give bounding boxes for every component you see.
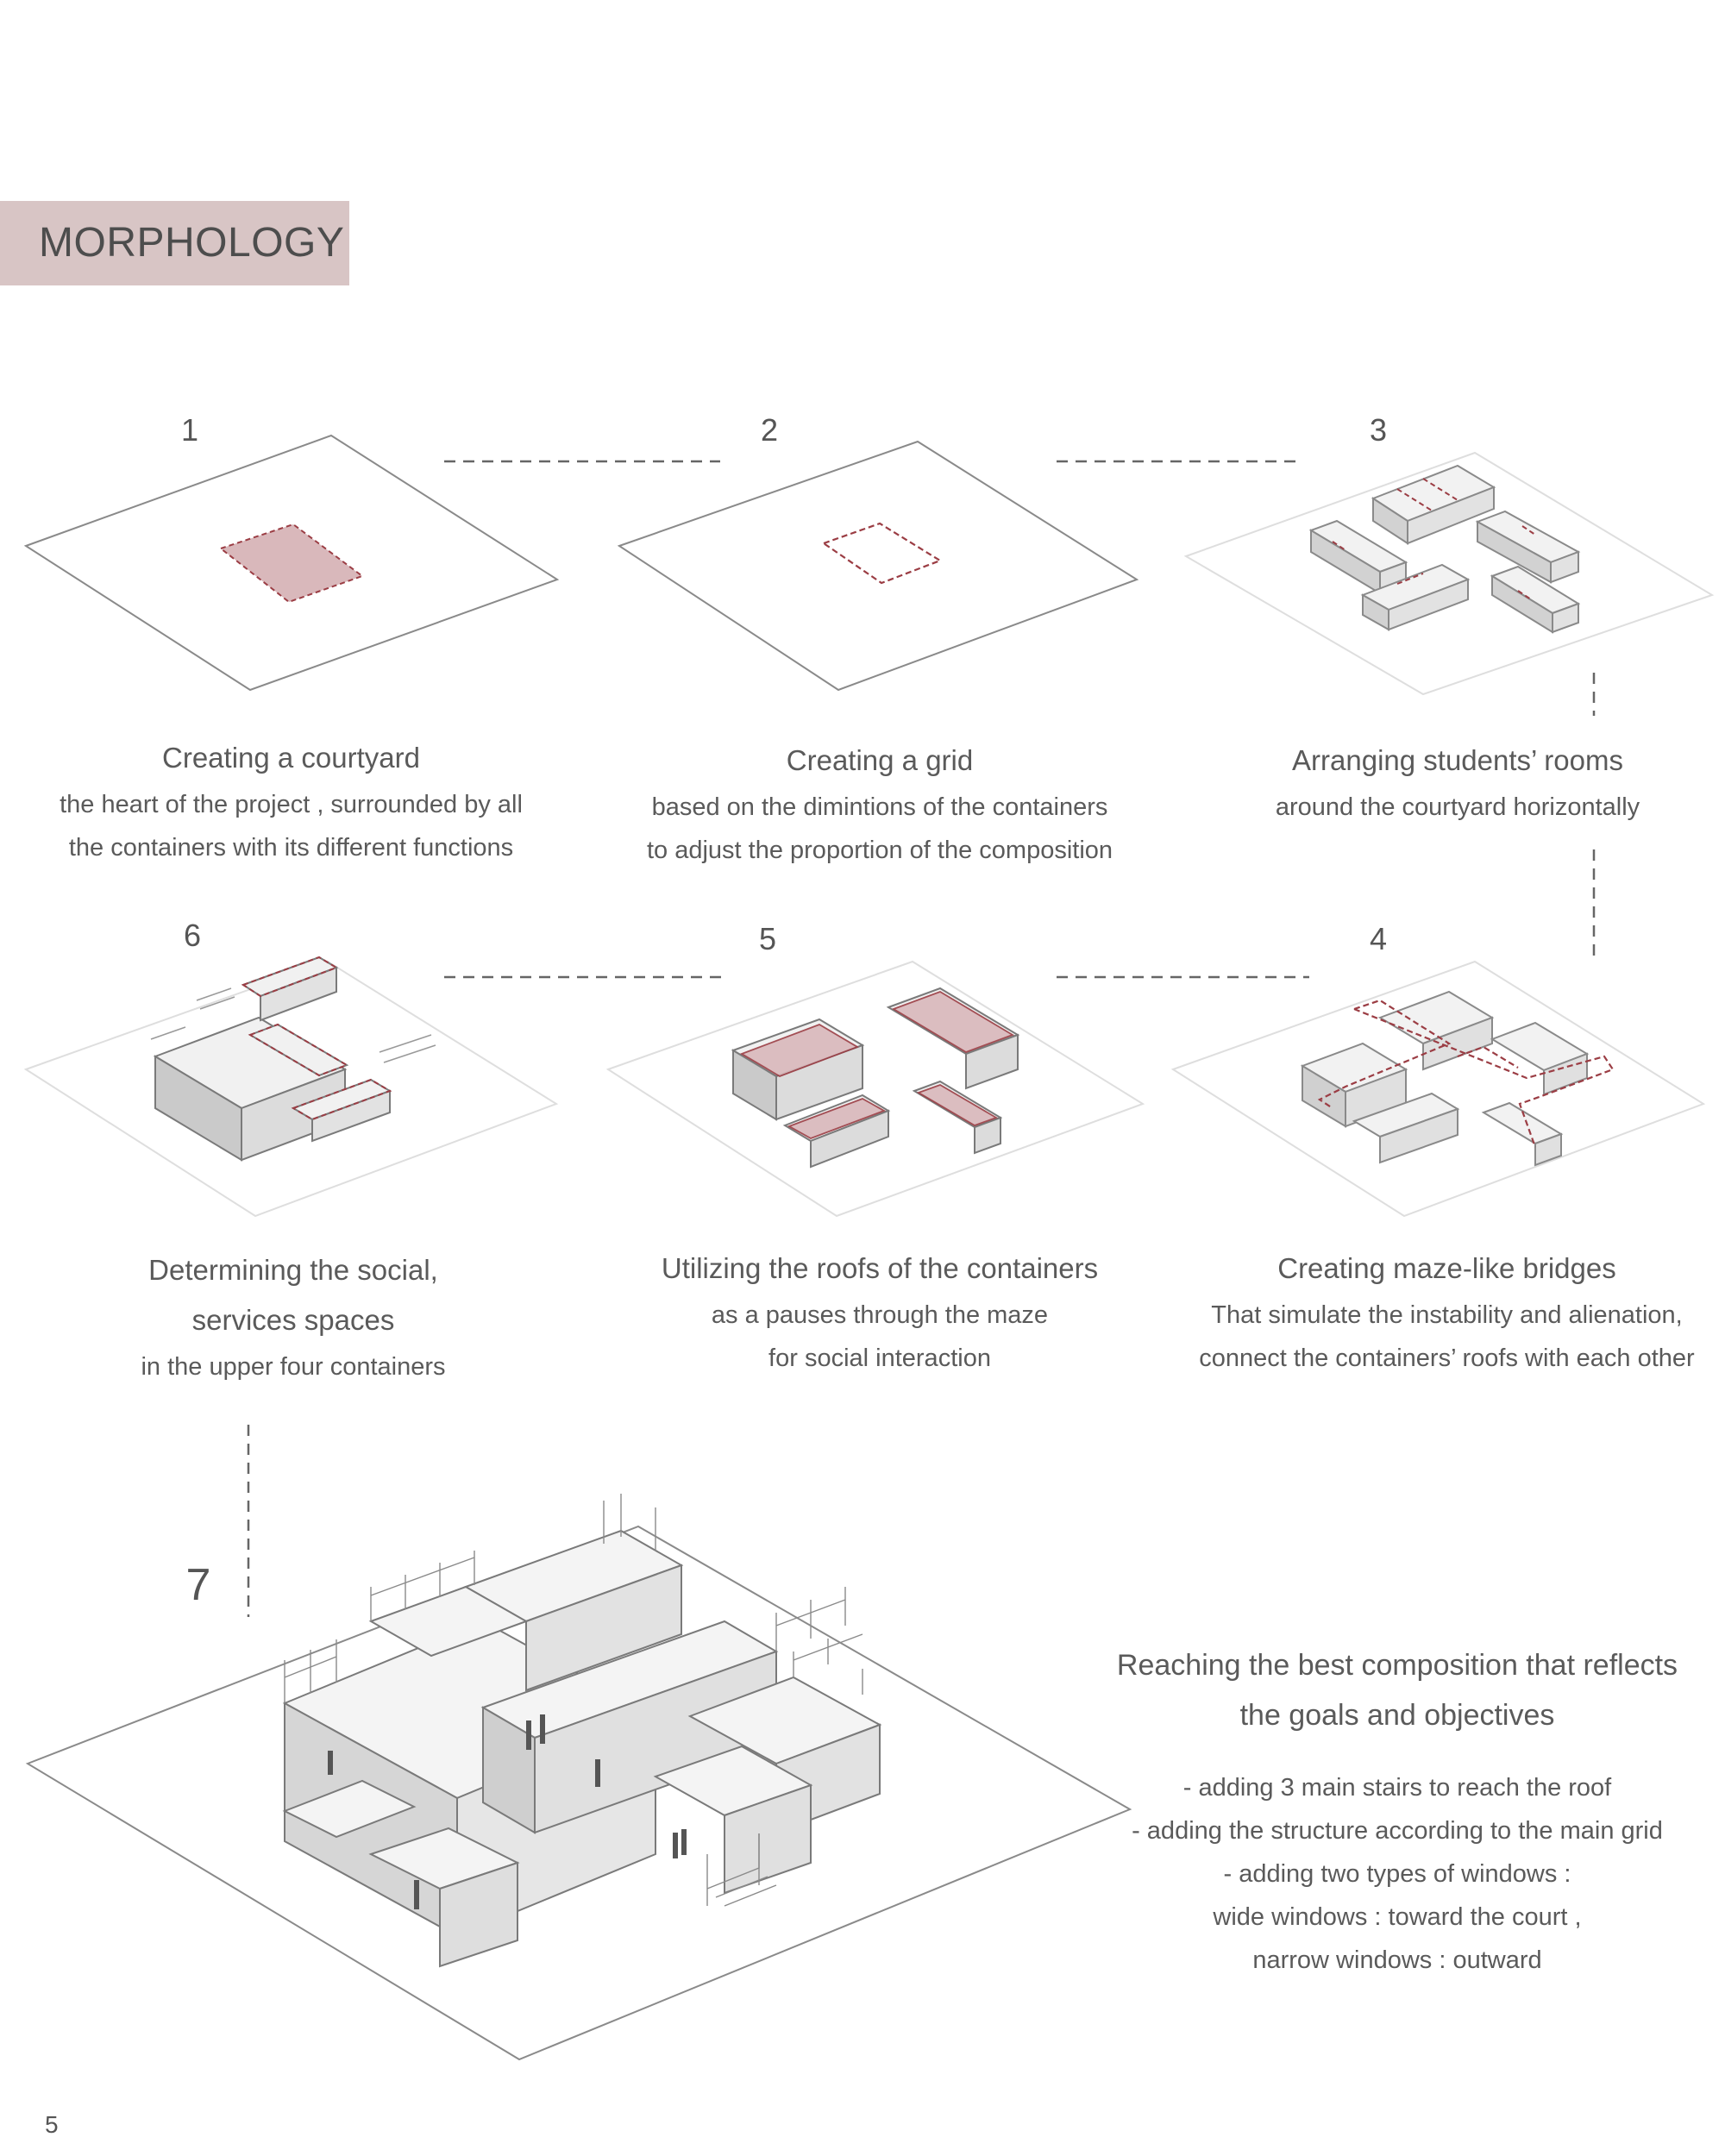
page-title: MORPHOLOGY xyxy=(39,220,345,266)
page-number: 5 xyxy=(45,2111,59,2138)
step-7-diagram xyxy=(25,1494,1132,2061)
step-3-number: 3 xyxy=(1369,412,1388,448)
step-2-line-2: to adjust the proportion of the composit… xyxy=(646,837,1113,864)
step-7-bullet-1: - adding 3 main stairs to reach the roof xyxy=(1182,1774,1612,1802)
step-4-title: Creating maze-like bridges xyxy=(1277,1252,1616,1284)
step-6-diagram xyxy=(23,956,559,1218)
flow-connectors xyxy=(247,460,1596,1617)
step-7-title-2: the goals and objectives xyxy=(1239,1699,1555,1732)
step-5-caption: Utilizing the roofs of the containers as… xyxy=(643,1244,1117,1380)
step-7-caption: Reaching the best composition that refle… xyxy=(1104,1640,1690,1982)
step-2-line-1: based on the dimintions of the container… xyxy=(651,793,1108,821)
step-4-caption: Creating maze-like bridges That simulate… xyxy=(1186,1244,1708,1380)
step-1-number: 1 xyxy=(180,412,199,448)
step-6-caption: Determining the social, services spaces … xyxy=(104,1245,483,1388)
step-5-number: 5 xyxy=(758,921,777,956)
step-1-line-2: the containers with its different functi… xyxy=(68,834,514,862)
step-4-number: 4 xyxy=(1369,921,1388,956)
step-7-bullet-3: - adding two types of windows : xyxy=(1223,1860,1571,1888)
step-6-line-1: in the upper four containers xyxy=(141,1353,446,1381)
step-6-title-1: Determining the social, xyxy=(148,1254,438,1286)
step-1-line-1: the heart of the project , surrounded by… xyxy=(60,791,523,818)
step-6-title-2: services spaces xyxy=(191,1304,395,1336)
step-1-title: Creating a courtyard xyxy=(162,742,420,774)
step-4-diagram xyxy=(1170,960,1706,1218)
step-1-diagram xyxy=(23,434,560,692)
step-4-line-2: connect the containers’ roofs with each … xyxy=(1199,1344,1695,1372)
step-6-number: 6 xyxy=(183,918,202,953)
step-2-title: Creating a grid xyxy=(786,744,974,776)
step-2-diagram xyxy=(617,440,1139,692)
section-title-band: MORPHOLOGY xyxy=(0,201,349,285)
step-7-bullet-5: narrow windows : outward xyxy=(1252,1946,1542,1974)
step-4-line-1: That simulate the instability and aliena… xyxy=(1211,1301,1683,1329)
step-2-number: 2 xyxy=(760,412,779,448)
step-7-title-1: Reaching the best composition that refle… xyxy=(1116,1649,1678,1682)
step-1-caption: Creating a courtyard the heart of the pr… xyxy=(39,733,543,869)
step-3-title: Arranging students’ rooms xyxy=(1292,744,1623,776)
step-3-line-1: around the courtyard horizontally xyxy=(1275,793,1640,821)
step-7-bullet-2: - adding the structure according to the … xyxy=(1132,1817,1663,1845)
step-5-title: Utilizing the roofs of the containers xyxy=(661,1252,1099,1284)
step-7-number: 7 xyxy=(185,1560,211,1610)
step-5-diagram xyxy=(605,960,1145,1218)
step-2-caption: Creating a grid based on the dimintions … xyxy=(621,736,1138,872)
step-7-bullet-4: wide windows : toward the court , xyxy=(1213,1903,1582,1931)
step-3-diagram xyxy=(1183,451,1715,696)
step-5-line-2: for social interaction xyxy=(768,1344,991,1372)
step-3-caption: Arranging students’ rooms around the cou… xyxy=(1233,736,1682,829)
step-5-line-1: as a pauses through the maze xyxy=(711,1301,1049,1329)
